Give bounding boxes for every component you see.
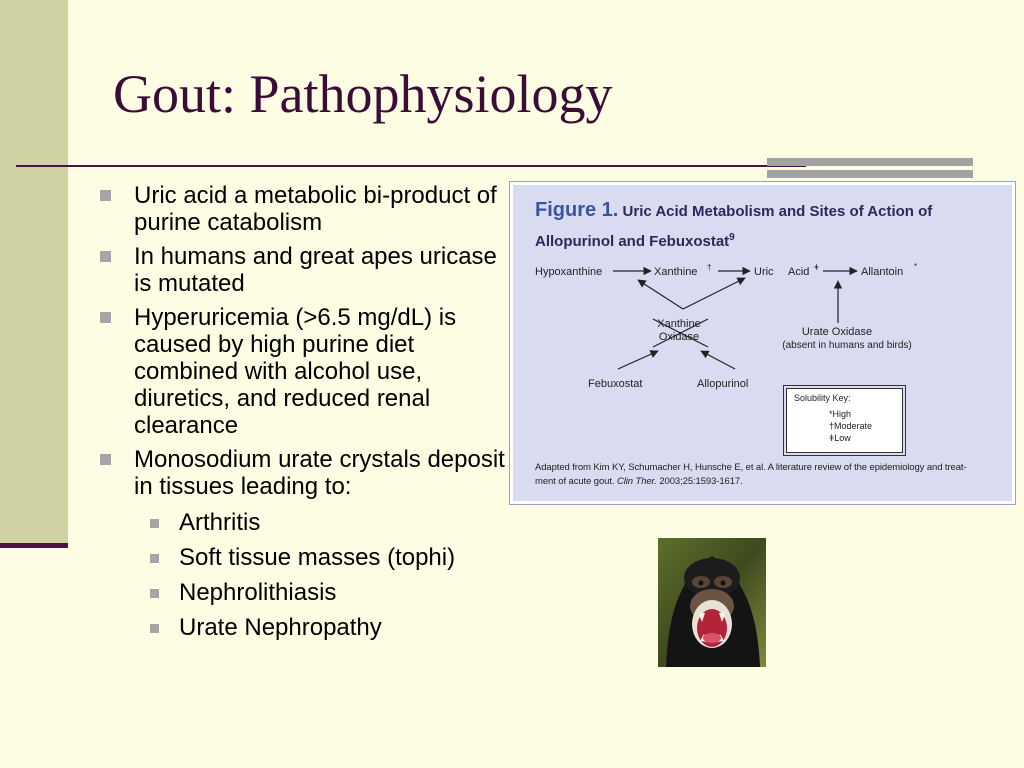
bullet-text: Monosodium urate crystals deposit in tis… [134, 446, 505, 500]
bullet-list: Uric acid a metabolic bi-product of puri… [96, 182, 506, 649]
arrow-febuxostat [617, 350, 659, 370]
allantoin-label: Allantoin [861, 266, 903, 278]
hypoxanthine-label: Hypoxanthine [535, 266, 602, 278]
sub-bullet-marker-icon [150, 589, 159, 598]
uric-label: Uric [754, 266, 774, 278]
credit-line-2: ment of acute gout. [535, 476, 615, 487]
acid-solubility-mark: ǂ [814, 263, 819, 272]
key-high: *High [829, 409, 852, 419]
arrow-oxidase-to-uric [682, 277, 746, 310]
bullet-text: In humans and great apes uricase is muta… [134, 243, 497, 297]
bullet-marker-icon [100, 312, 111, 323]
pathway-diagram: Hypoxanthine Xanthine † Uric Acid ǂ Alla… [535, 262, 917, 390]
bullet-item: In humans and great apes uricase is muta… [96, 243, 506, 297]
key-moderate: †Moderate [829, 421, 873, 431]
key-low: ǂLow [829, 433, 851, 443]
side-band [0, 0, 68, 543]
urate-oxidase-label: Urate Oxidase [802, 326, 872, 338]
bullet-item: Hyperuricemia (>6.5 mg/dL) is caused by … [96, 304, 506, 439]
title-accent-bar-bottom [767, 170, 973, 178]
credit-line-3: 2003;25:1593-1617. [659, 476, 743, 487]
slide-title: Gout: Pathophysiology [113, 64, 613, 124]
bullet-marker-icon [100, 454, 111, 465]
title-underline [16, 165, 806, 167]
sub-bullet-item: Soft tissue masses (tophi) [134, 544, 506, 571]
acid-label: Acid [788, 266, 809, 278]
bullet-item: Uric acid a metabolic bi-product of puri… [96, 182, 506, 236]
chimpanzee-photo [658, 538, 766, 667]
sub-bullet-marker-icon [150, 624, 159, 633]
arrow-allopurinol [700, 350, 736, 370]
figure-label: Figure 1. [535, 199, 619, 221]
uric-acid-figure: Figure 1. Uric Acid Metabolism and Sites… [509, 181, 1016, 505]
solubility-key-title: Solubility Key: [794, 393, 851, 403]
sub-bullet-item: Nephrolithiasis [134, 579, 506, 606]
figure-heading: Figure 1. Uric Acid Metabolism and Sites… [535, 197, 1005, 255]
figure-title: Uric Acid Metabolism and Sites of Action… [535, 203, 933, 250]
sub-bullet-item: Urate Nephropathy [134, 614, 506, 641]
side-rule [0, 543, 68, 548]
bullet-marker-icon [100, 190, 111, 201]
urate-oxidase-note: (absent in humans and birds) [782, 340, 912, 351]
arrow-oxidase-to-xanthine [637, 279, 684, 310]
sub-bullet-item: Arthritis [134, 509, 506, 536]
sub-bullet-text: Urate Nephropathy [179, 614, 382, 641]
solubility-key: Solubility Key: *High †Moderate ǂLow [783, 385, 906, 456]
sub-bullet-marker-icon [150, 519, 159, 528]
sub-bullet-marker-icon [150, 554, 159, 563]
bullet-marker-icon [100, 251, 111, 262]
credit-journal: Clin Ther. [616, 476, 657, 487]
inhibition-cross-line [652, 318, 709, 348]
sub-bullet-text: Soft tissue masses (tophi) [179, 544, 456, 571]
allopurinol-label: Allopurinol [697, 378, 748, 390]
title-accent-bar-top [767, 158, 973, 166]
figure-credit: Adapted from Kim KY, Schumacher H, Hunsc… [535, 461, 1005, 489]
allantoin-solubility-mark: * [914, 262, 917, 271]
xanthine-solubility-mark: † [707, 263, 711, 272]
bullet-text: Hyperuricemia (>6.5 mg/dL) is caused by … [134, 304, 457, 439]
sub-bullet-text: Nephrolithiasis [179, 579, 337, 606]
febuxostat-label: Febuxostat [588, 378, 642, 390]
figure-reference: 9 [729, 232, 735, 243]
bullet-item: Monosodium urate crystals deposit in tis… [96, 446, 506, 641]
sub-bullet-text: Arthritis [179, 509, 261, 536]
sub-bullet-list: Arthritis Soft tissue masses (tophi) Nep… [134, 509, 506, 641]
bullet-text: Uric acid a metabolic bi-product of puri… [134, 182, 497, 236]
xanthine-label: Xanthine [654, 266, 697, 278]
credit-line-1: Adapted from Kim KY, Schumacher H, Hunsc… [535, 462, 967, 473]
xanthine-oxidase-label-line2: Oxidase [659, 331, 699, 343]
